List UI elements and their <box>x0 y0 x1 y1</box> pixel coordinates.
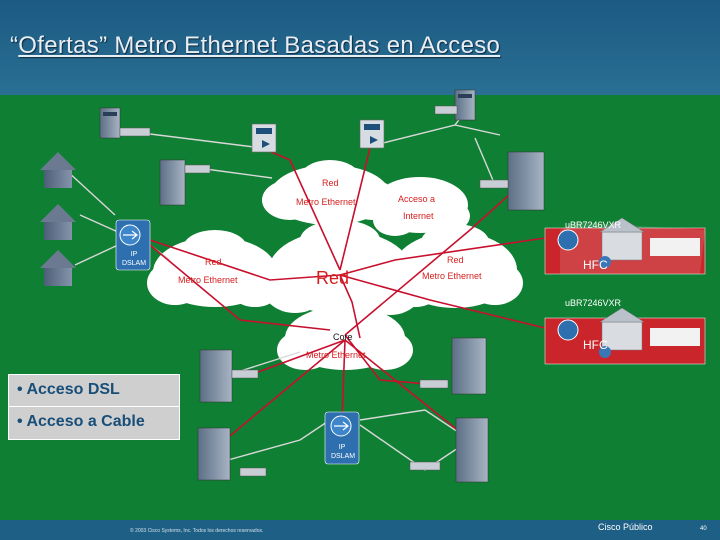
slide-footer <box>0 520 720 540</box>
bullet-box-cable: • Acceso a Cable <box>8 406 180 440</box>
cloud-left-label-2: Metro Ethernet <box>178 275 238 285</box>
title-emphasis: Ofertas <box>18 32 100 59</box>
dslam-left-label-2: DSLAM <box>121 260 147 267</box>
router-top-left-icon <box>251 123 277 153</box>
internet-label-1: Acceso a <box>398 194 436 204</box>
building-bottom-right-icon <box>409 417 489 483</box>
server-left-icon <box>159 159 211 206</box>
dslam-bottom-icon <box>324 411 360 465</box>
bullet-box-dsl: • Acceso DSL <box>8 374 180 408</box>
server-top-right-icon <box>434 89 476 121</box>
bullet-cable: • Acceso a Cable <box>17 413 145 430</box>
copyright-text: © 2003 Cisco Systems, Inc. Todos los der… <box>130 528 264 534</box>
title-rest: ” Metro Ethernet Basadas en Acceso <box>99 32 501 59</box>
house-3-icon <box>40 250 76 286</box>
ubr-top-label: uBR7246VXR <box>565 220 622 230</box>
building-bottom-left-icon <box>197 427 267 481</box>
cloud-right-label-1: Red <box>447 255 464 265</box>
hfc-top-label: HFC <box>583 258 608 272</box>
house-2-icon <box>40 204 76 240</box>
cloud-right <box>387 224 523 308</box>
building-mid-right-icon <box>419 337 487 395</box>
dslam-bottom-label-1: IP <box>338 444 346 451</box>
cloud-internet <box>372 177 470 236</box>
building-mid-left-icon <box>199 349 259 403</box>
slide-title: “Ofertas” Metro Ethernet Basadas en Acce… <box>10 32 500 60</box>
cloud-left <box>147 230 283 307</box>
cloud-right-label-2: Metro Ethernet <box>422 271 482 281</box>
cloud-top-label-1: Red <box>322 178 339 188</box>
cloud-left-label-1: Red <box>205 257 222 267</box>
cloud-center-label: Red <box>316 268 350 288</box>
page-number: 40 <box>700 526 707 532</box>
ubr-bottom-label: uBR7246VXR <box>565 298 622 308</box>
internet-label-2: Internet <box>403 211 434 221</box>
server-top-left-icon <box>99 107 151 139</box>
cloud-top-label-2: Metro Ethernet <box>296 197 356 207</box>
cloud-core-label-2: Metro Ethernet <box>306 350 366 360</box>
ubr-bottom-panel <box>544 307 706 365</box>
title-quote-open: “ <box>10 32 19 59</box>
hfc-bottom-label: HFC <box>583 338 608 352</box>
dslam-left-icon <box>115 219 151 271</box>
router-top-right-icon <box>359 119 385 149</box>
bullet-dsl: • Acceso DSL <box>17 381 120 398</box>
slide-header <box>0 0 720 95</box>
classification-label: Cisco Público <box>598 522 653 532</box>
dslam-left-label-1: IP <box>130 251 138 258</box>
building-top-right-icon <box>479 151 545 211</box>
dslam-bottom-label-2: DSLAM <box>330 453 356 460</box>
house-1-icon <box>40 152 76 188</box>
cloud-core-label-1: Core <box>333 332 353 342</box>
ubr-top-panel <box>544 217 706 275</box>
